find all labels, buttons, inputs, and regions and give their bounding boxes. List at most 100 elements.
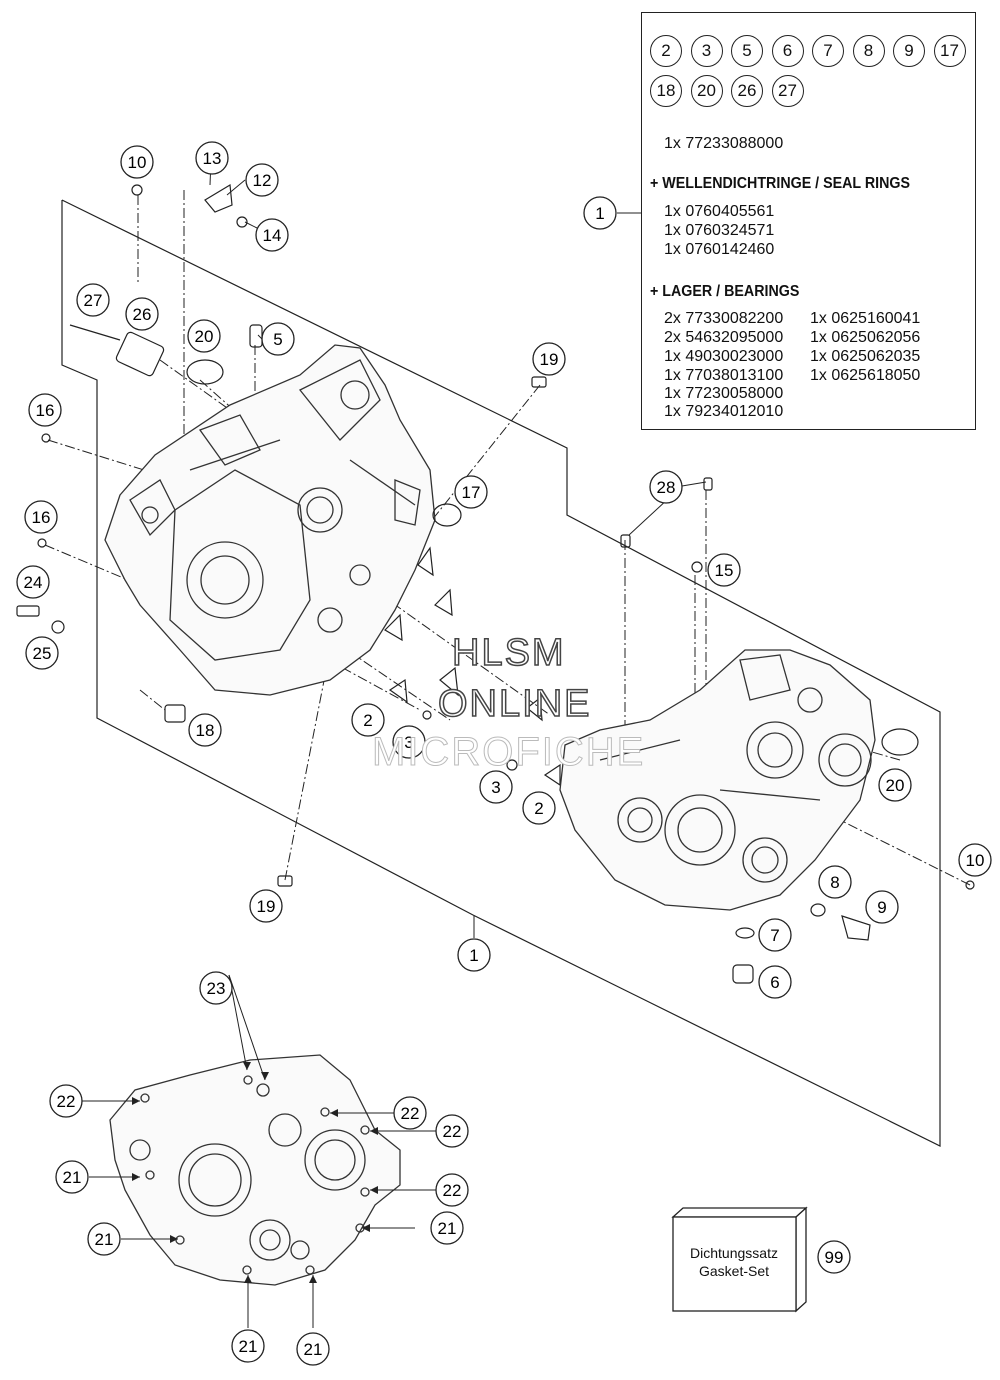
callout-circle — [255, 218, 289, 252]
callout-circle — [24, 500, 58, 534]
callout-circle — [522, 791, 556, 825]
callout-label: 16 — [36, 401, 55, 420]
callout-label: 1 — [469, 946, 478, 965]
callout-label: 2 — [534, 799, 543, 818]
callout-26: 26 — [125, 297, 159, 331]
callout-16: 16 — [28, 393, 62, 427]
callout-22: 22 — [435, 1173, 469, 1207]
bottom-crankcase-view — [109, 1054, 401, 1286]
callout-circle — [430, 1211, 464, 1245]
callout-circle — [120, 145, 154, 179]
kit-part-number: 1x 77233088000 — [664, 135, 784, 152]
bearing-line: 1x 0625160041 — [810, 310, 921, 327]
kit-circle-20: 20 — [690, 75, 723, 107]
callout-10: 10 — [958, 843, 992, 877]
callout-circle — [818, 865, 852, 899]
callout-21: 21 — [296, 1332, 330, 1366]
callout-label: 22 — [443, 1122, 462, 1141]
watermark-line3: MICROFICHE — [371, 730, 646, 775]
callout-2: 2 — [522, 791, 556, 825]
callout-6: 6 — [758, 965, 792, 999]
callout-label: 6 — [770, 973, 779, 992]
callout-22: 22 — [393, 1096, 427, 1130]
callout-8: 8 — [818, 865, 852, 899]
callout-label: 15 — [715, 561, 734, 580]
assembly-bracket — [61, 199, 941, 1147]
callout-circle — [28, 393, 62, 427]
callout-label: 17 — [462, 483, 481, 502]
callout-circle — [49, 1084, 83, 1118]
callout-circle — [76, 283, 110, 317]
callout-circle — [296, 1332, 330, 1366]
callout-12: 12 — [245, 163, 279, 197]
callout-1: 1 — [583, 196, 617, 230]
callout-label: 21 — [438, 1219, 457, 1238]
callout-label: 3 — [404, 733, 413, 752]
bearing-line: 1x 49030023000 — [664, 348, 784, 365]
callout-19: 19 — [532, 342, 566, 376]
callout-circle — [351, 703, 385, 737]
bearing-line: 1x 77230058000 — [664, 385, 784, 402]
gasket-label-en: Gasket-Set — [698, 1263, 770, 1279]
callout-circle — [87, 1222, 121, 1256]
callout-28: 28 — [649, 470, 683, 504]
left-crankcase-half — [104, 344, 436, 696]
callout-19: 19 — [249, 889, 283, 923]
callout-label: 19 — [540, 350, 559, 369]
callout-1: 1 — [457, 938, 491, 972]
callout-label: 26 — [133, 305, 152, 324]
callout-22: 22 — [435, 1114, 469, 1148]
bearing-line: 1x 0625618050 — [810, 367, 921, 384]
callout-circle — [25, 636, 59, 670]
kit-circle-27: 27 — [771, 75, 804, 107]
callout-24: 24 — [16, 565, 50, 599]
callout-circle — [457, 938, 491, 972]
watermark-line2: ONLINE — [437, 682, 592, 726]
callout-circle — [16, 565, 50, 599]
callout-circle — [532, 342, 566, 376]
callout-label: 20 — [886, 776, 905, 795]
callout-5: 5 — [261, 322, 295, 356]
callout-label: 21 — [63, 1168, 82, 1187]
callout-circle — [231, 1329, 265, 1363]
kit-circle-17: 17 — [933, 35, 966, 67]
callout-label: 16 — [32, 508, 51, 527]
callout-label: 24 — [24, 573, 43, 592]
gasket-label-de: Dichtungssatz — [690, 1245, 778, 1261]
seal-rings-heading: + WELLENDICHTRINGE / SEAL RINGS — [650, 175, 911, 192]
bearings-heading: + LAGER / BEARINGS — [650, 283, 800, 300]
callout-circle — [55, 1160, 89, 1194]
callout-label: 22 — [57, 1092, 76, 1111]
callout-17: 17 — [454, 475, 488, 509]
callout-label: 7 — [770, 926, 779, 945]
callout-label: 9 — [877, 898, 886, 917]
callout-label: 23 — [207, 979, 226, 998]
callout-circle — [249, 889, 283, 923]
callout-label: 13 — [203, 149, 222, 168]
callout-21: 21 — [430, 1211, 464, 1245]
seal-line: 1x 0760405561 — [664, 203, 775, 220]
gasket-ref-label: 99 — [825, 1248, 844, 1267]
seal-line: 1x 0760324571 — [664, 222, 775, 239]
callout-20: 20 — [187, 319, 221, 353]
callout-circle — [261, 322, 295, 356]
gasket-set-box — [671, 1206, 808, 1313]
callout-15: 15 — [707, 553, 741, 587]
callout-label: 10 — [966, 851, 985, 870]
callout-circle — [758, 918, 792, 952]
kit-circle-3: 3 — [690, 35, 723, 67]
callout-label: 10 — [128, 153, 147, 172]
callout-circle — [199, 971, 233, 1005]
callout-label: 22 — [443, 1181, 462, 1200]
callout-label: 19 — [257, 897, 276, 916]
callout-16: 16 — [24, 500, 58, 534]
callout-22: 22 — [49, 1084, 83, 1118]
callout-3: 3 — [479, 770, 513, 804]
callout-label: 1 — [595, 204, 604, 223]
callout-label: 3 — [491, 778, 500, 797]
callout-label: 27 — [84, 291, 103, 310]
callout-10: 10 — [120, 145, 154, 179]
kit-circle-8: 8 — [852, 35, 885, 67]
bearing-line: 2x 54632095000 — [664, 329, 784, 346]
